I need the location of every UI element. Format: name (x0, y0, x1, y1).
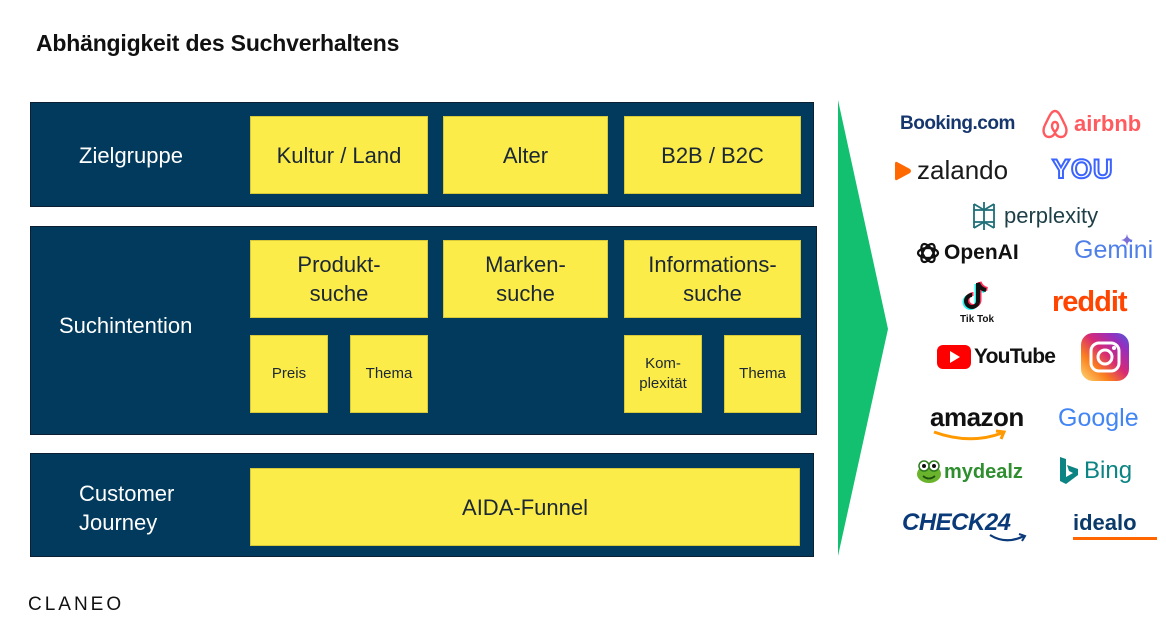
airbnb-icon (1042, 109, 1068, 139)
band-suchintention: Suchintention Produkt- suche Marken- suc… (30, 226, 817, 435)
youtube-icon (937, 345, 971, 369)
airbnb-logo: airbnb (1040, 108, 1141, 140)
gemini-sparkle-icon (1121, 234, 1133, 246)
box-aida-funnel: AIDA-Funnel (250, 468, 800, 546)
tiktok-icon (962, 281, 988, 310)
page-title: Abhängigkeit des Suchverhaltens (36, 30, 400, 56)
openai-logo: OpenAI (915, 240, 1019, 266)
check24-logo: CHECK24 (902, 509, 1028, 543)
box-thema-info: Thema (724, 335, 801, 413)
zalando-icon (895, 161, 911, 180)
reddit-logo: reddit (1052, 286, 1128, 318)
mydealz-icon (917, 460, 941, 483)
box-thema-produkt: Thema (350, 335, 428, 413)
amazon-smile-icon (933, 429, 1007, 441)
box-kultur-land: Kultur / Land (250, 116, 428, 194)
idealo-logo: idealo (1073, 510, 1157, 540)
perplexity-icon (973, 202, 995, 230)
claneo-logo: CLANEO (28, 594, 125, 615)
bing-icon (1060, 457, 1078, 484)
label-suchintention: Suchintention (59, 313, 193, 338)
box-alter: Alter (443, 116, 608, 194)
box-produktsuche: Produkt- suche (250, 240, 428, 318)
you-logo: YOU (1051, 153, 1114, 185)
booking-logo: Booking.com (900, 113, 1015, 134)
mydealz-logo: mydealz (916, 460, 1023, 484)
instagram-icon (1081, 333, 1129, 381)
amazon-logo: amazon (930, 402, 1024, 443)
band-zielgruppe: Zielgruppe Kultur / Land Alter B2B / B2C (30, 102, 814, 207)
label-zielgruppe: Zielgruppe (79, 143, 183, 168)
google-logo: Google (1058, 404, 1139, 432)
box-preis: Preis (250, 335, 328, 413)
arrow-shape (838, 100, 888, 556)
box-b2b-b2c: B2B / B2C (624, 116, 801, 194)
band-customer-journey: Customer Journey AIDA-Funnel (30, 453, 814, 557)
perplexity-logo: perplexity (970, 200, 1098, 232)
check24-swoosh-icon (989, 533, 1027, 542)
bing-logo: Bing (1058, 456, 1132, 486)
gemini-logo: Gemini (1074, 234, 1154, 264)
youtube-logo: YouTube (937, 345, 1056, 369)
box-komplexitaet: Kom- plexität (624, 335, 702, 413)
idealo-underline (1073, 537, 1157, 540)
openai-icon (916, 242, 940, 264)
box-informationssuche: Informations- suche (624, 240, 801, 318)
zalando-logo: zalando (893, 155, 1008, 186)
label-customer-journey: Customer Journey (79, 481, 175, 535)
box-markensuche: Marken- suche (443, 240, 608, 318)
tiktok-logo: Tik Tok (960, 280, 994, 325)
